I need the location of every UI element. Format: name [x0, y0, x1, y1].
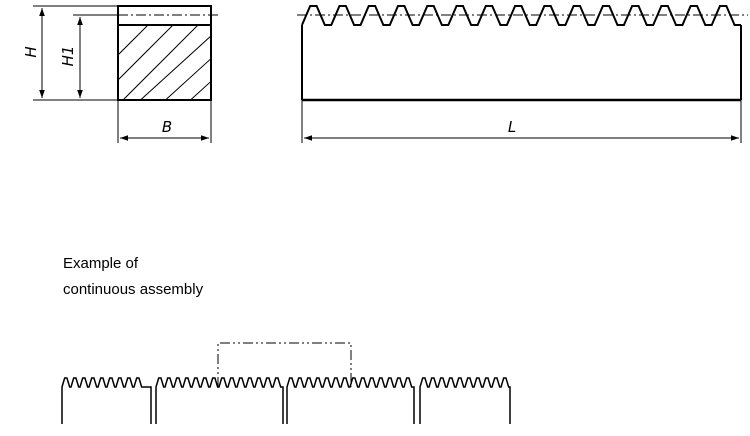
- section-outline: [117, 5, 212, 101]
- assembly-rack-segment: [419, 377, 511, 424]
- dimension-b: B: [117, 100, 212, 143]
- rack-teeth-profile: [301, 5, 741, 26]
- assembly-racks: [61, 377, 511, 424]
- caption-line-1: Example of: [63, 255, 139, 272]
- assembly-rack-segment: [286, 377, 415, 424]
- assembly-pinion-outline: [217, 342, 352, 387]
- caption-line-2: continuous assembly: [63, 281, 204, 298]
- dimension-b-label: B: [162, 118, 172, 136]
- dimension-l-label: L: [508, 118, 516, 136]
- assembly-rack-segment: [61, 377, 152, 424]
- section-hatching: [118, 25, 211, 100]
- dimension-h-label: H: [22, 46, 40, 57]
- assembly-rack-segment: [155, 377, 284, 424]
- dimension-l: L: [301, 100, 742, 143]
- rack-side-view: [297, 5, 748, 102]
- cross-section-view: [117, 5, 220, 101]
- dimension-h1-label: H1: [59, 46, 77, 67]
- assembly-example: [61, 342, 511, 424]
- dimension-h: H: [22, 5, 118, 101]
- dimension-h1: H1: [59, 14, 118, 98]
